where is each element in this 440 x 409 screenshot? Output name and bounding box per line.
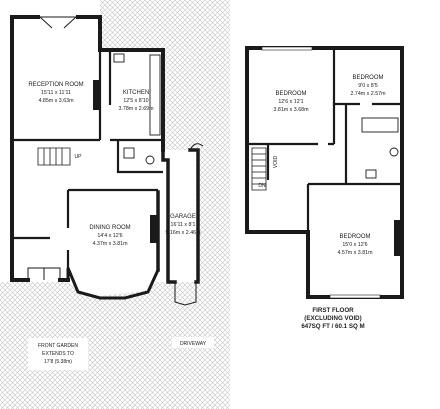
ground-floor: RECEPTION ROOM 15'11 x 11'11 4.85m x 3.6… xyxy=(0,0,230,409)
bedroom2-name: BEDROOM xyxy=(352,75,383,81)
front-garden-line2: EXTENDS TO xyxy=(42,351,74,357)
bedroom1-name: BEDROOM xyxy=(275,91,306,97)
bathroom-basin xyxy=(389,147,399,157)
garage-doors[interactable] xyxy=(174,282,197,306)
first-floor: BEDROOM 12'6 x 12'1 3.81m x 3.68m BEDROO… xyxy=(245,46,404,330)
garage-dims-imperial: 16'11 x 8'1 xyxy=(171,222,196,228)
kitchen-name: KITCHEN xyxy=(123,90,149,96)
bedroom2-dims-imperial: 9'0 x 8'5 xyxy=(358,83,377,89)
driveway-label-bg xyxy=(172,337,214,348)
first-floor-caption-line2: (EXCLUDING VOID) xyxy=(304,315,361,322)
front-garden-line1: FRONT GARDEN xyxy=(38,343,78,349)
garage-name: GARAGE xyxy=(170,214,196,220)
garage-side-door[interactable] xyxy=(189,143,204,151)
front-garden-label-bg xyxy=(28,338,88,370)
bedroom1-dims-imperial: 12'6 x 12'1 xyxy=(278,99,303,105)
front-garden-line3: 17'8 (5.38m) xyxy=(44,359,72,365)
driveway-label: DRIVEWAY xyxy=(180,341,207,347)
first-outer-wall xyxy=(245,46,404,299)
bedroom3-window-mark xyxy=(329,294,381,299)
bathroom-walls xyxy=(344,104,402,186)
ground-stairs-label: UP xyxy=(75,154,83,160)
first-floor-caption-line1: FIRST FLOOR xyxy=(312,307,354,314)
dining-room-name: DINING ROOM xyxy=(89,225,130,231)
kitchen-dims-imperial: 12'5 x 8'10 xyxy=(123,98,148,104)
bedroom1-window-mark xyxy=(261,46,313,51)
first-floor-caption-line3: 647SQ FT / 60.1 SQ M xyxy=(301,323,364,330)
bedroom3-dims-metric: 4.57m x 3.81m xyxy=(337,250,373,256)
reception-room-name: RECEPTION ROOM xyxy=(28,82,83,88)
bath xyxy=(361,117,399,133)
bedroom2-dims-metric: 2.74m x 2.57m xyxy=(350,91,386,97)
kitchen-sink xyxy=(113,53,125,63)
reception-room-dims-imperial: 15'11 x 11'11 xyxy=(41,90,71,96)
kitchen-counter xyxy=(149,54,161,136)
kitchen-dims-metric: 3.78m x 2.69m xyxy=(118,106,154,112)
dining-room-dims-imperial: 14'4 x 12'6 xyxy=(97,233,122,239)
first-floor-interior xyxy=(247,48,402,297)
void-label: VOID xyxy=(273,156,279,169)
garage-side-hatch xyxy=(198,150,230,282)
wc-walls xyxy=(116,140,163,174)
dining-room-dims-metric: 4.37m x 3.81m xyxy=(92,241,128,247)
dining-chimney-breast xyxy=(150,215,157,243)
ground-stairs xyxy=(37,147,71,166)
first-floor-wc xyxy=(365,169,377,179)
garage-dims-metric: 5.16m x 2.46m xyxy=(165,230,201,236)
bedroom3-chimney-breast xyxy=(394,220,401,256)
first-stairs-label: DN xyxy=(258,183,266,189)
bedroom3-dims-imperial: 15'0 x 12'6 xyxy=(342,242,367,248)
reception-room-dims-metric: 4.85m x 3.63m xyxy=(38,98,74,104)
wc-basin xyxy=(123,147,135,159)
front-door[interactable] xyxy=(27,267,61,280)
garage-walls xyxy=(161,148,200,284)
wc-toilet xyxy=(145,155,155,165)
bedroom3-name: BEDROOM xyxy=(339,234,370,240)
reception-chimney-breast xyxy=(93,80,99,110)
bedroom1-dims-metric: 3.81m x 3.68m xyxy=(273,107,309,113)
reception-french-doors[interactable] xyxy=(39,16,77,29)
first-floor-stairs xyxy=(251,147,267,191)
